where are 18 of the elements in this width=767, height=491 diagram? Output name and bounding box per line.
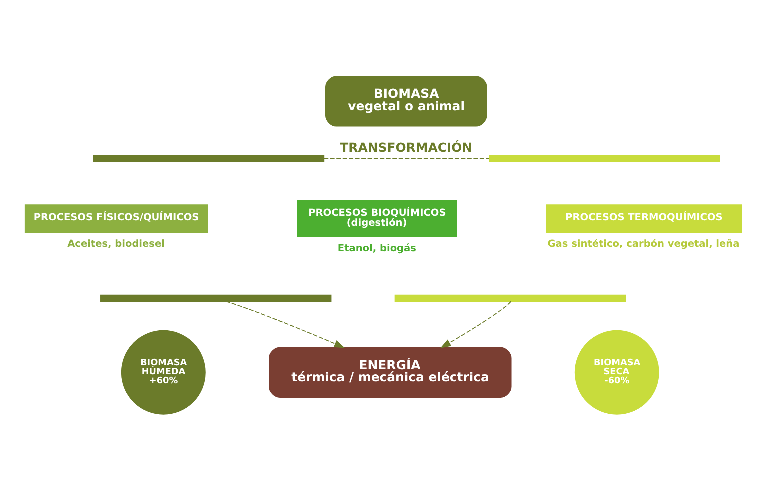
node-label: Aceites, biodiesel (68, 239, 165, 250)
node-label: Etanol, biogás (338, 244, 416, 255)
node-box: ENERGÍA térmica / mecánica eléctrica (269, 347, 512, 398)
node-box: PROCESOS BIOQUÍMICOS (digestión) (297, 200, 458, 238)
node-bar (489, 155, 720, 162)
arrow (226, 301, 346, 348)
node-box: PROCESOS FÍSICOS/QUÍMICOS (24, 204, 208, 234)
edge-label: TRANSFORMACIÓN (340, 140, 473, 155)
arrow (440, 301, 512, 348)
connector (324, 158, 490, 160)
node-box: BIOMASA vegetal o animal (325, 76, 488, 127)
node-label: Gas sintético, carbón vegetal, leña (548, 239, 740, 250)
node-bar (93, 155, 325, 162)
node-circle: BIOMASA HÚMEDA +60% (121, 330, 206, 415)
node-bar (394, 294, 626, 302)
node-bar (100, 294, 332, 302)
node-circle: BIOMASA SECA -60% (574, 330, 660, 415)
node-box: PROCESOS TERMOQUÍMICOS (546, 204, 742, 234)
